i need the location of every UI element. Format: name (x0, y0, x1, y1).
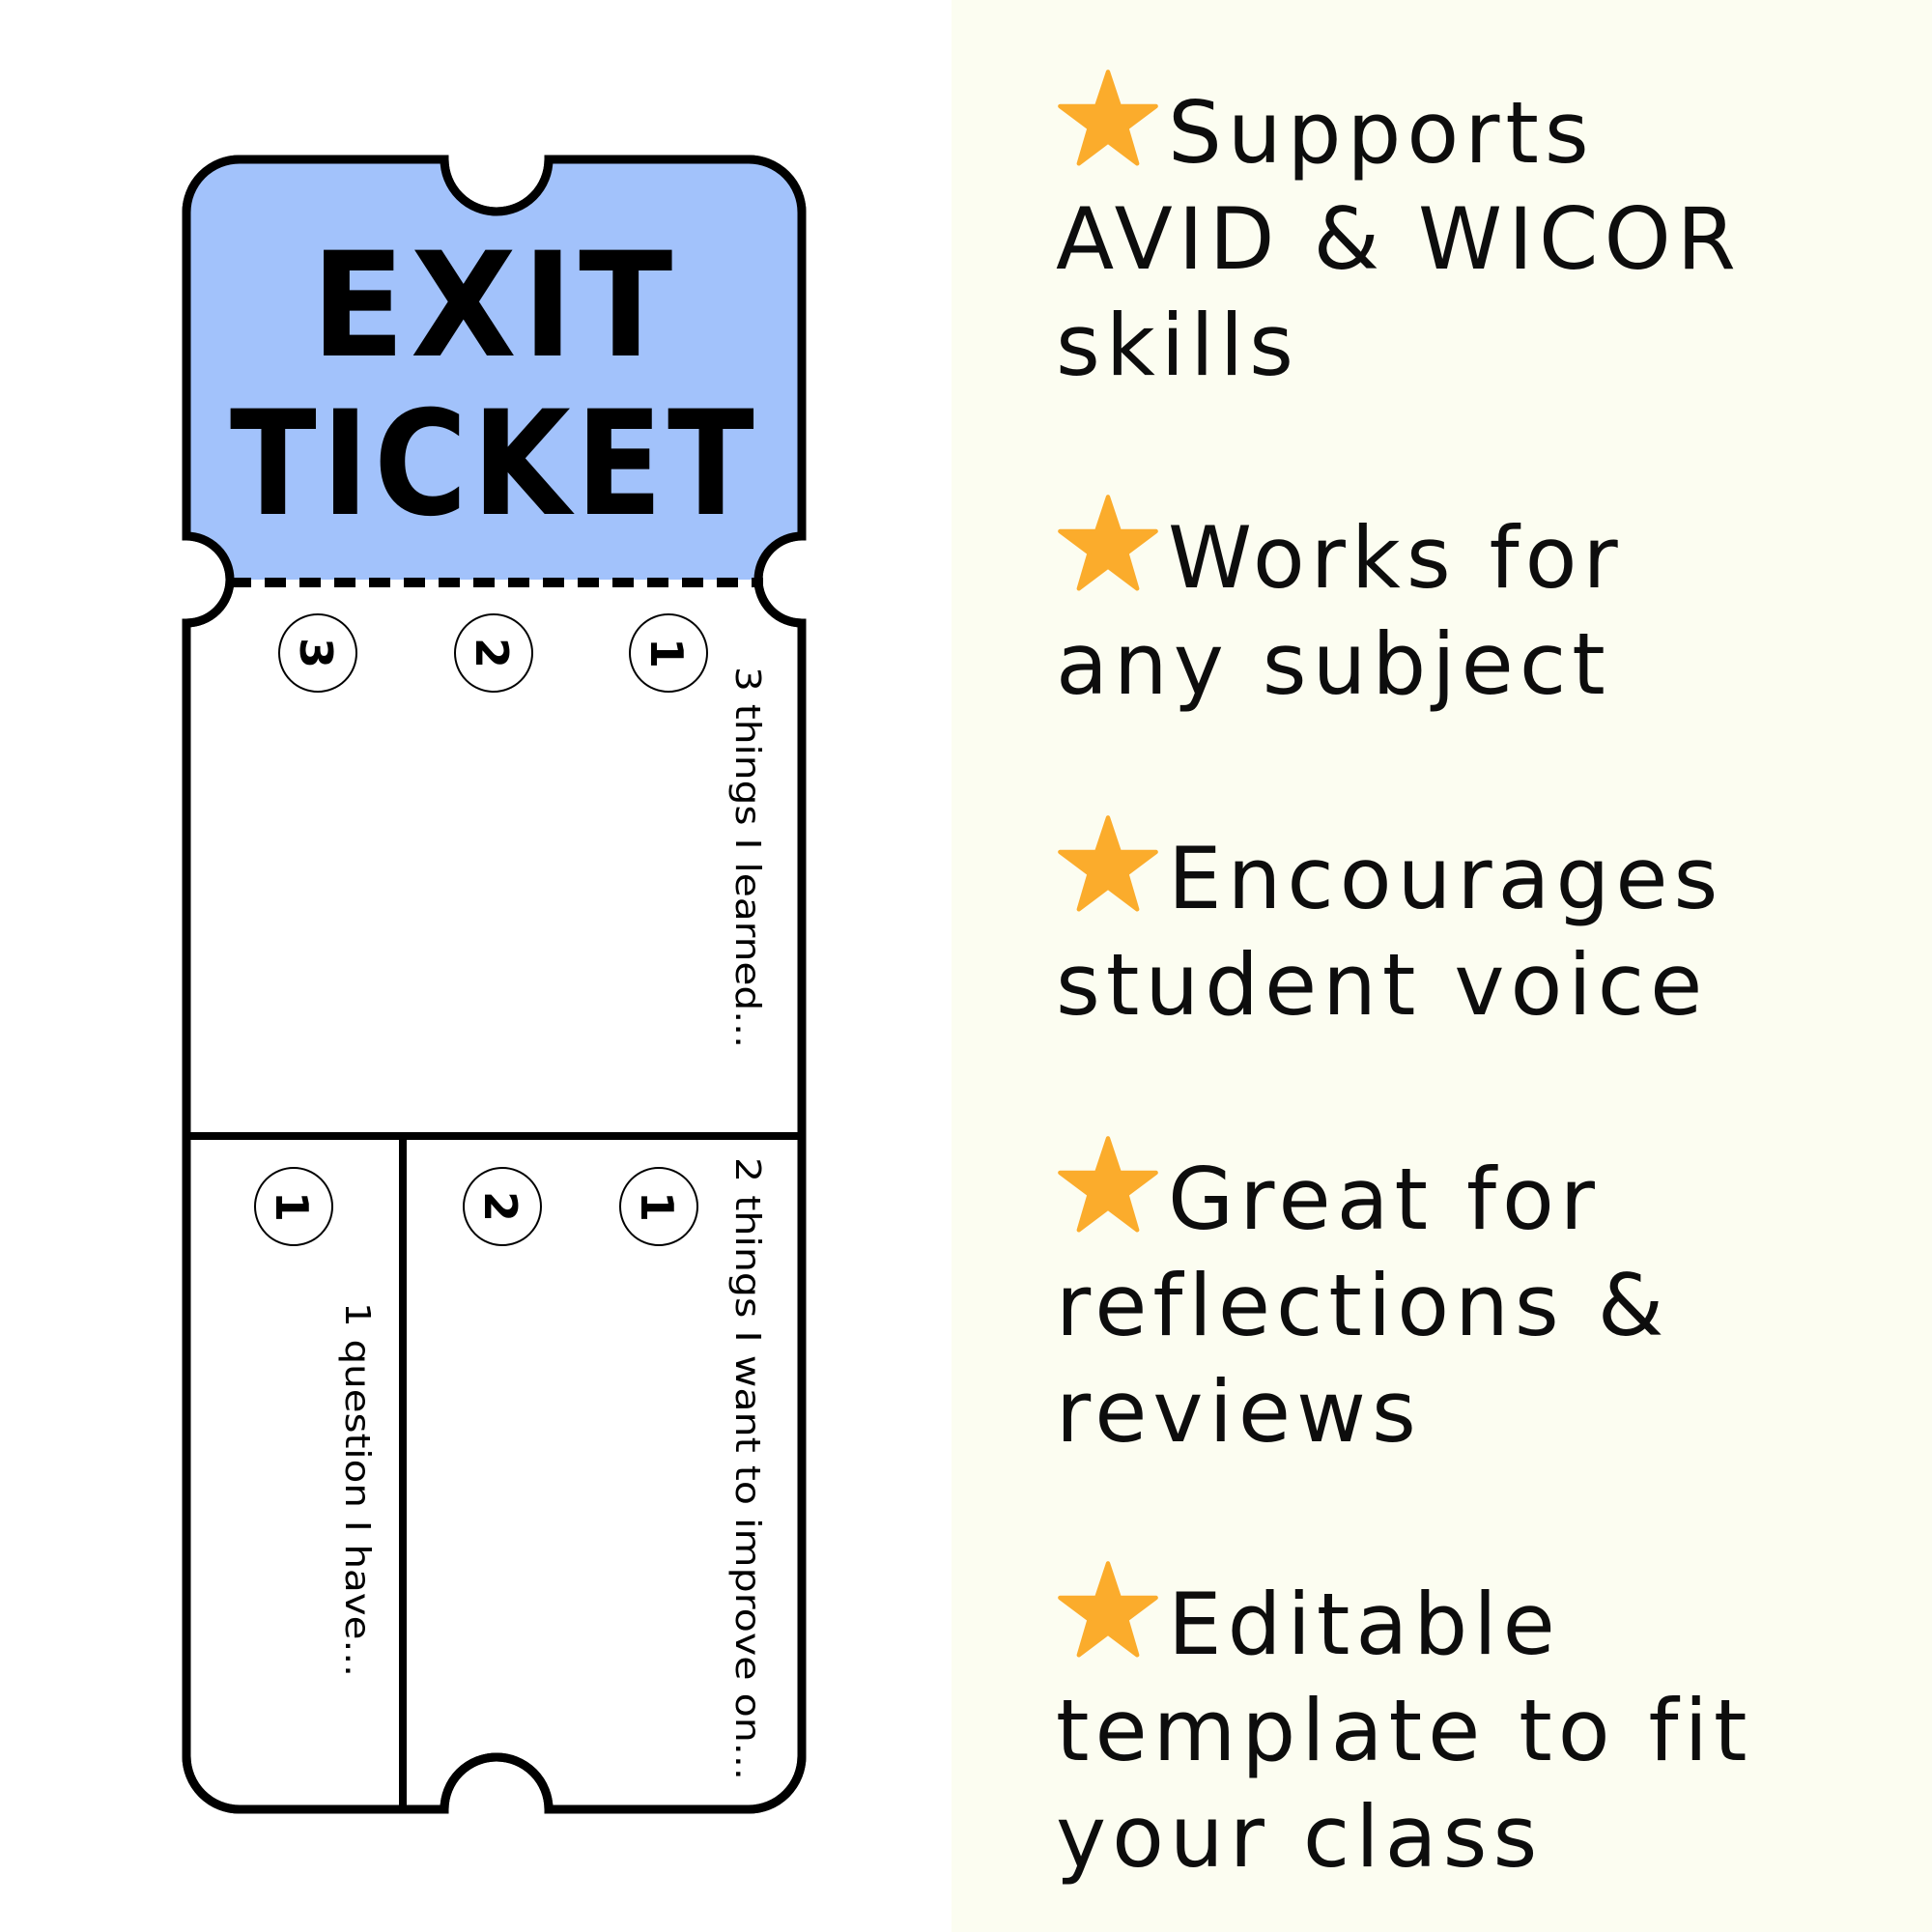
badge-improve-2: 2 (463, 1167, 542, 1246)
feature-line: Works for (1168, 508, 1624, 608)
feature-item: Editable template to fit your class (1056, 1559, 1925, 1890)
star-icon (1056, 1559, 1160, 1663)
ticket-title-line1: EXIT (311, 222, 678, 390)
feature-line: skills (1056, 296, 1300, 395)
exit-ticket: EXIT TICKET 1 2 3 1 2 1 3 things I learn… (182, 155, 807, 1814)
feature-line: your class (1056, 1787, 1544, 1887)
badge-improve-1: 1 (619, 1167, 698, 1246)
feature-item: Supports AVID & WICOR skills (1056, 68, 1925, 399)
feature-line: template to fit (1056, 1681, 1753, 1780)
feature-line: Great for (1168, 1150, 1601, 1249)
svg-text:1: 1 (631, 1191, 683, 1222)
badge-top-1: 1 (629, 613, 708, 693)
star-icon (1056, 1134, 1160, 1238)
svg-text:2: 2 (474, 1191, 526, 1222)
svg-text:1: 1 (640, 638, 693, 668)
badge-top-2: 2 (454, 613, 533, 693)
ticket-header (186, 159, 802, 580)
prompt-learned: 3 things I learned... (727, 667, 767, 1048)
prompt-question: 1 question I have... (337, 1302, 377, 1677)
feature-item: Encourages student voice (1056, 813, 1925, 1038)
feature-line: AVID & WICOR (1056, 189, 1742, 289)
feature-line: any subject (1056, 614, 1611, 714)
feature-line: student voice (1056, 935, 1709, 1035)
feature-line: Supports (1168, 83, 1595, 183)
svg-text:1: 1 (266, 1191, 318, 1222)
prompt-improve: 2 things I want to improve on... (727, 1157, 767, 1780)
feature-line: Encourages (1168, 829, 1724, 928)
badge-question-1: 1 (254, 1167, 333, 1246)
svg-text:2: 2 (466, 638, 518, 668)
feature-line: Editable (1168, 1575, 1561, 1674)
star-icon (1056, 813, 1160, 918)
feature-line: reviews (1056, 1362, 1422, 1462)
feature-line: reflections & (1056, 1256, 1670, 1355)
star-icon (1056, 68, 1160, 172)
feature-item: Works for any subject (1056, 493, 1925, 718)
svg-text:3: 3 (290, 638, 342, 668)
feature-item: Great for reflections & reviews (1056, 1134, 1925, 1465)
badge-top-3: 3 (278, 613, 357, 693)
ticket-title-line2: TICKET (230, 381, 759, 549)
star-icon (1056, 493, 1160, 597)
